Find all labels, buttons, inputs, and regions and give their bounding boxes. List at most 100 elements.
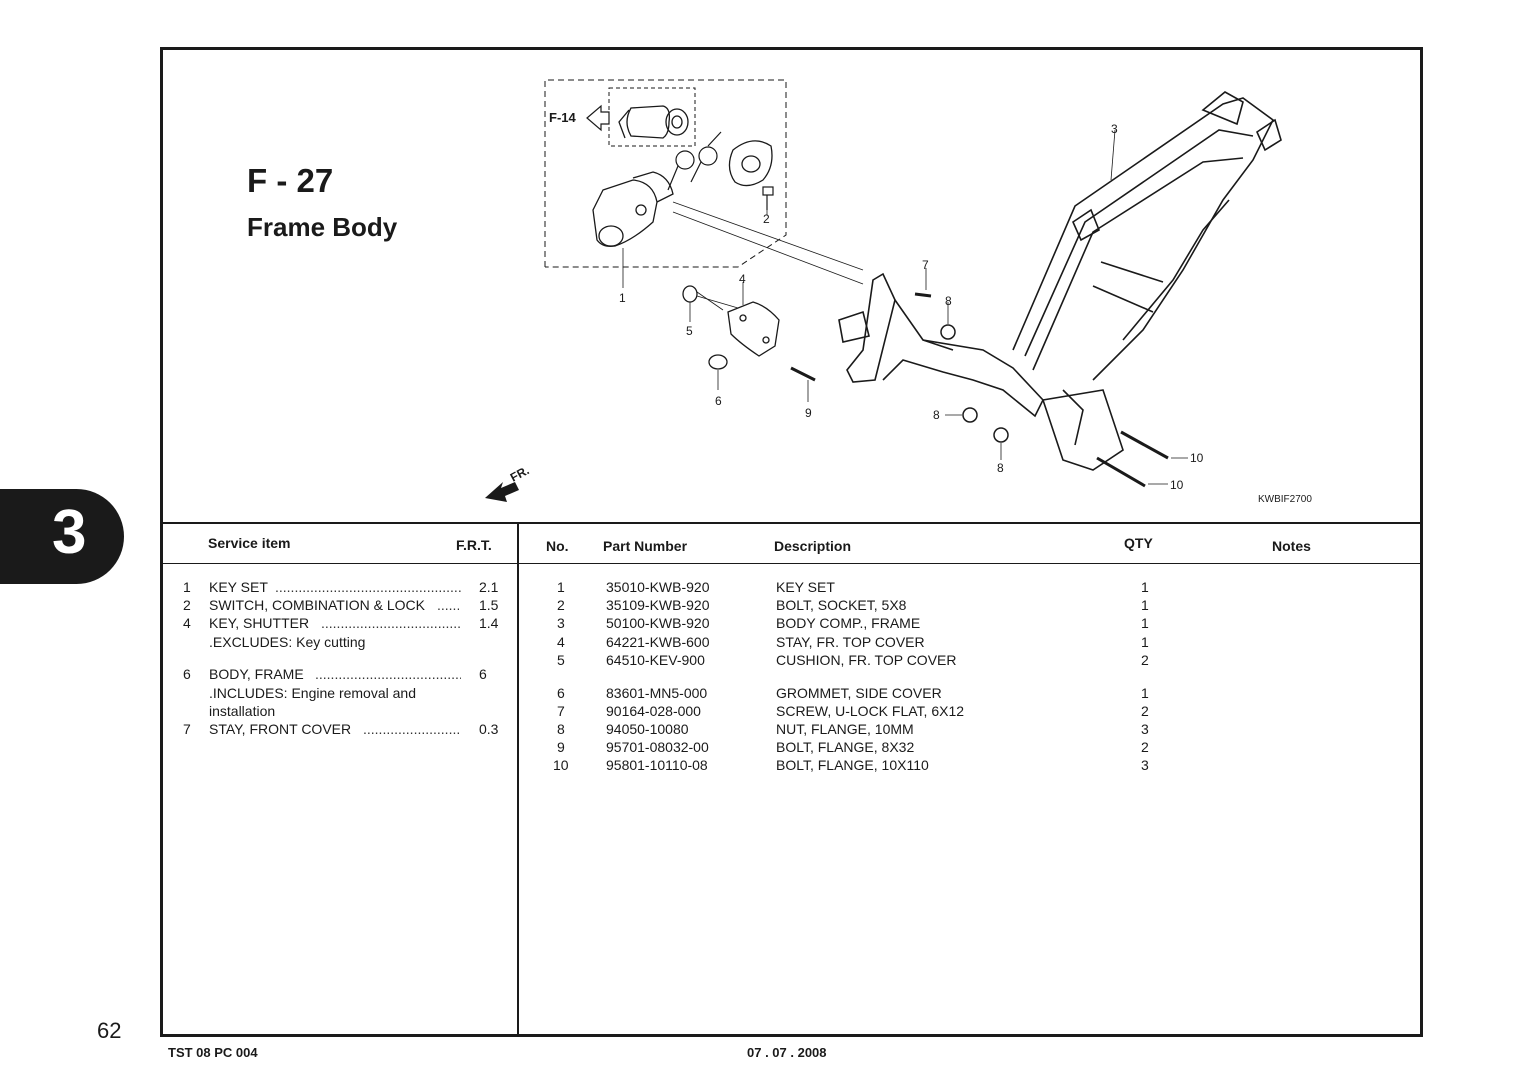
parts-row-part-number: 35010-KWB-920 xyxy=(606,579,710,595)
parts-row-qty: 1 xyxy=(1141,597,1149,613)
service-row-frt: 0.3 xyxy=(479,721,499,737)
keyset-dashed-box xyxy=(544,79,787,268)
description-header: Description xyxy=(774,538,852,554)
leader-dots: ........................................… xyxy=(321,615,461,631)
frt-header: F.R.T. xyxy=(456,537,492,553)
frame-body-part xyxy=(838,91,1282,471)
parts-row-part-number: 64510-KEV-900 xyxy=(606,652,705,668)
parts-row-no: 4 xyxy=(557,634,565,650)
parts-row-part-number: 64221-KWB-600 xyxy=(606,634,710,650)
flange-nut-c-part xyxy=(993,427,1009,443)
parts-row-part-number: 83601-MN5-000 xyxy=(606,685,708,701)
lock-housing-part xyxy=(728,140,773,187)
parts-row-no: 9 xyxy=(557,739,565,755)
service-row-no: 6 xyxy=(183,666,191,682)
parts-row-no: 5 xyxy=(557,652,565,668)
part-number-header: Part Number xyxy=(603,538,688,554)
callout-7: 7 xyxy=(922,258,929,272)
figure-title: Frame Body xyxy=(247,212,398,242)
ref-label: F-14 xyxy=(549,110,577,125)
parts-row-no: 1 xyxy=(557,579,565,595)
service-row-item: SWITCH, COMBINATION & LOCK xyxy=(209,597,425,613)
flange-bolt-10x110-a-part xyxy=(1120,430,1169,460)
parts-row-part-number: 90164-028-000 xyxy=(606,703,701,719)
service-row-item: BODY, FRAME xyxy=(209,666,304,682)
leader-dots: ........................................… xyxy=(315,666,461,682)
qty-header: QTY xyxy=(1124,535,1153,551)
table-header-divider xyxy=(163,563,1420,564)
callout-10-a: 10 xyxy=(1190,451,1204,465)
page-number: 62 xyxy=(97,1018,122,1043)
parts-row-description: BOLT, SOCKET, 5X8 xyxy=(776,597,907,613)
frame-body-diagram: F-14 xyxy=(485,79,1312,505)
parts-row-no: 6 xyxy=(557,685,565,701)
service-row-item: STAY, FRONT COVER xyxy=(209,721,352,737)
callout-3: 3 xyxy=(1111,122,1118,136)
screw-ulock-part xyxy=(914,292,932,298)
callout-5: 5 xyxy=(686,324,693,338)
no-header: No. xyxy=(546,538,569,554)
callout-9: 9 xyxy=(805,406,812,420)
callout-1: 1 xyxy=(619,291,626,305)
service-row-no: 1 xyxy=(183,579,191,595)
service-row-no: 7 xyxy=(183,721,191,737)
service-row-no: 4 xyxy=(183,615,191,631)
service-row-item: installation xyxy=(209,703,276,719)
service-row-item: .EXCLUDES: Key cutting xyxy=(209,634,366,650)
footer-date: 07 . 07 . 2008 xyxy=(747,1045,827,1060)
parts-row-part-number: 94050-10080 xyxy=(606,721,689,737)
service-row-item: KEY, SHUTTER xyxy=(209,615,310,631)
page-frame: F-14 xyxy=(160,47,1423,1037)
parts-row-qty: 2 xyxy=(1141,739,1149,755)
parts-row-description: SCREW, U-LOCK FLAT, 6X12 xyxy=(776,703,965,719)
service-row-item: .INCLUDES: Engine removal and xyxy=(209,685,416,701)
parts-row-description: CUSHION, FR. TOP COVER xyxy=(776,652,957,668)
parts-row-qty: 3 xyxy=(1141,721,1149,737)
notes-header: Notes xyxy=(1272,538,1311,554)
parts-row-qty: 1 xyxy=(1141,634,1149,650)
callout-4: 4 xyxy=(739,272,746,286)
keys-part xyxy=(667,131,722,191)
service-row-frt: 1.4 xyxy=(479,615,499,631)
parts-row-no: 3 xyxy=(557,615,565,631)
parts-row-part-number: 95701-08032-00 xyxy=(606,739,709,755)
cushion-lower-part xyxy=(708,354,728,370)
callout-6: 6 xyxy=(715,394,722,408)
callout-2: 2 xyxy=(763,212,770,226)
service-row-item: KEY SET xyxy=(209,579,268,595)
shutter-key-part xyxy=(618,105,689,139)
drawing-id: KWBIF2700 xyxy=(1258,494,1312,505)
parts-row-qty: 1 xyxy=(1141,579,1149,595)
ref-arrow-icon xyxy=(586,104,610,132)
parts-row-part-number: 95801-10110-08 xyxy=(606,757,708,773)
flange-bolt-8x32-part xyxy=(790,366,816,382)
section-tab-number: 3 xyxy=(52,498,87,567)
service-row-frt: 6 xyxy=(479,666,487,682)
callout-8-b: 8 xyxy=(933,408,940,422)
service-row-frt: 1.5 xyxy=(479,597,499,613)
parts-row-part-number: 35109-KWB-920 xyxy=(606,597,710,613)
service-item-header: Service item xyxy=(208,535,291,551)
leader-dots: .................................. xyxy=(363,721,461,737)
parts-row-description: BOLT, FLANGE, 10X110 xyxy=(776,757,929,773)
ignition-switch-part xyxy=(592,171,674,248)
parts-row-description: NUT, FLANGE, 10MM xyxy=(776,721,914,737)
footer-doc-code: TST 08 PC 004 xyxy=(168,1045,258,1060)
table-top-divider xyxy=(163,522,1420,524)
socket-bolt-part xyxy=(762,186,774,210)
parts-row-description: BODY COMP., FRAME xyxy=(776,615,921,631)
front-direction-arrow-icon xyxy=(485,482,519,502)
section-tab: 3 xyxy=(0,489,124,584)
callout-10-b: 10 xyxy=(1170,478,1184,492)
parts-row-qty: 1 xyxy=(1141,685,1149,701)
callout-8-c: 8 xyxy=(997,461,1004,475)
cushion-upper-part xyxy=(682,285,698,303)
parts-row-no: 8 xyxy=(557,721,565,737)
parts-row-description: BOLT, FLANGE, 8X32 xyxy=(776,739,915,755)
parts-row-qty: 1 xyxy=(1141,615,1149,631)
callout-8-a: 8 xyxy=(945,294,952,308)
flange-nut-a-part xyxy=(940,324,956,340)
parts-row-no: 10 xyxy=(553,757,569,773)
flange-nut-b-part xyxy=(962,407,978,423)
parts-row-description: KEY SET xyxy=(776,579,835,595)
